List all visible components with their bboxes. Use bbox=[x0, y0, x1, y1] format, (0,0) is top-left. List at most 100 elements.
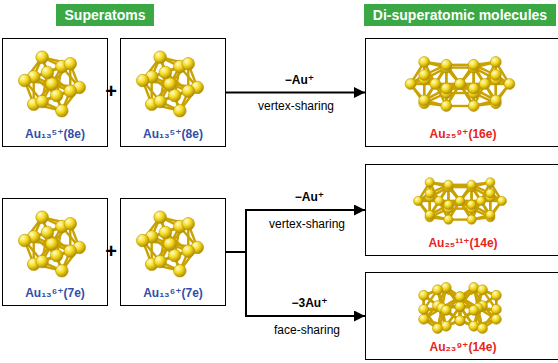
au-atom bbox=[425, 178, 434, 187]
au-atom bbox=[419, 57, 430, 68]
au-atom bbox=[477, 323, 487, 333]
au-atom bbox=[467, 180, 476, 189]
cluster-formula: Au₂₅¹¹⁺(14e) bbox=[366, 236, 558, 250]
au-atom bbox=[486, 210, 495, 219]
au-atom bbox=[486, 178, 495, 187]
reaction-label: −Au⁺ bbox=[295, 190, 324, 204]
au-atom bbox=[136, 74, 149, 87]
au-atom bbox=[491, 304, 501, 314]
au-atom bbox=[164, 238, 177, 251]
reaction-arrow bbox=[226, 92, 365, 94]
reaction-label: −Au⁺ bbox=[285, 73, 314, 87]
cluster-box: Au₂₅¹¹⁺(14e) bbox=[365, 164, 558, 256]
au-atom bbox=[419, 290, 429, 300]
au-atom bbox=[425, 210, 434, 219]
header-box: Superatoms bbox=[56, 4, 155, 26]
au-atom bbox=[405, 79, 416, 90]
au-atom bbox=[419, 304, 429, 314]
au-atom bbox=[441, 59, 452, 70]
header-text: Superatoms bbox=[65, 7, 146, 23]
au-atom bbox=[491, 290, 501, 300]
au-atom bbox=[419, 70, 430, 81]
au-atom bbox=[182, 245, 195, 258]
au-atom bbox=[455, 302, 465, 312]
au-atom bbox=[491, 314, 501, 324]
au-atom bbox=[455, 292, 465, 302]
au-atom bbox=[41, 226, 54, 239]
cluster-box: Au₂₃⁹⁺(14e) bbox=[365, 272, 558, 360]
cluster-formula: Au₁₃⁶⁺(7e) bbox=[3, 286, 107, 300]
au-atom bbox=[136, 234, 149, 247]
au-atom bbox=[56, 264, 69, 277]
au-atom bbox=[182, 85, 195, 98]
cluster-formula: Au₁₃⁵⁺(8e) bbox=[3, 127, 107, 141]
au-atom bbox=[504, 79, 515, 90]
au-atom bbox=[168, 249, 181, 262]
au-atom bbox=[41, 66, 54, 79]
header-text: Di-superatomic molecules bbox=[373, 7, 547, 23]
au-atom bbox=[174, 104, 187, 117]
au-atom bbox=[64, 245, 77, 258]
gold-cluster bbox=[136, 211, 203, 277]
gold-cluster bbox=[18, 211, 85, 277]
cluster-box: Au₂₅⁹⁺(16e) bbox=[365, 38, 558, 147]
au-atom bbox=[430, 79, 441, 90]
au-atom bbox=[468, 83, 479, 94]
au-atom bbox=[477, 285, 487, 295]
au-atom bbox=[419, 95, 430, 106]
au-atom bbox=[444, 180, 453, 189]
cluster-formula: Au₁₃⁵⁺(8e) bbox=[121, 127, 225, 141]
au-atom bbox=[154, 255, 167, 268]
cluster-box: Au₁₃⁶⁺(7e) bbox=[120, 198, 226, 306]
au-atom bbox=[486, 189, 495, 198]
au-atom bbox=[468, 59, 479, 70]
au-atom bbox=[433, 323, 443, 333]
au-atom bbox=[154, 51, 167, 64]
au-atom bbox=[36, 51, 49, 64]
au-atom bbox=[18, 234, 31, 247]
au-atom bbox=[50, 249, 63, 262]
au-atom bbox=[468, 101, 479, 112]
au-atom bbox=[50, 89, 63, 102]
cluster-box: Au₁₃⁶⁺(7e) bbox=[2, 198, 108, 306]
cluster-box: Au₁₃⁵⁺(8e) bbox=[120, 38, 226, 147]
au-atom bbox=[497, 196, 506, 205]
cluster-formula: Au₁₃⁶⁺(7e) bbox=[121, 286, 225, 300]
au-atom bbox=[455, 79, 466, 90]
au-atom bbox=[419, 314, 429, 324]
au-atom bbox=[455, 316, 465, 326]
au-atom bbox=[455, 79, 466, 90]
cluster-box: Au₁₃⁵⁺(8e) bbox=[2, 38, 108, 147]
au-atom bbox=[159, 226, 172, 239]
au-atom bbox=[455, 196, 464, 205]
au-atom bbox=[444, 215, 453, 224]
mode-label: face-sharing bbox=[274, 323, 340, 337]
au-atom bbox=[467, 200, 476, 209]
gold-cluster bbox=[405, 57, 515, 112]
au-atom bbox=[56, 104, 69, 117]
au-atom bbox=[36, 255, 49, 268]
au-atom bbox=[64, 85, 77, 98]
au-atom bbox=[479, 79, 490, 90]
cluster-formula: Au₂₅⁹⁺(16e) bbox=[366, 127, 558, 141]
au-atom bbox=[434, 196, 443, 205]
au-atom bbox=[433, 285, 443, 295]
au-atom bbox=[182, 217, 195, 230]
cluster-formula: Au₂₃⁹⁺(14e) bbox=[366, 340, 558, 354]
gold-cluster bbox=[18, 51, 85, 117]
au-atom bbox=[154, 95, 167, 108]
au-atom bbox=[46, 238, 59, 251]
au-atom bbox=[455, 292, 465, 302]
au-atom bbox=[18, 74, 31, 87]
mode-label: vertex-sharing bbox=[269, 217, 345, 231]
gold-cluster bbox=[414, 178, 507, 224]
au-atom bbox=[490, 95, 501, 106]
mode-label: vertex-sharing bbox=[258, 99, 334, 113]
au-atom bbox=[168, 89, 181, 102]
au-atom bbox=[441, 305, 451, 315]
au-atom bbox=[490, 57, 501, 68]
au-atom bbox=[441, 101, 452, 112]
plus-sign: + bbox=[105, 240, 117, 263]
